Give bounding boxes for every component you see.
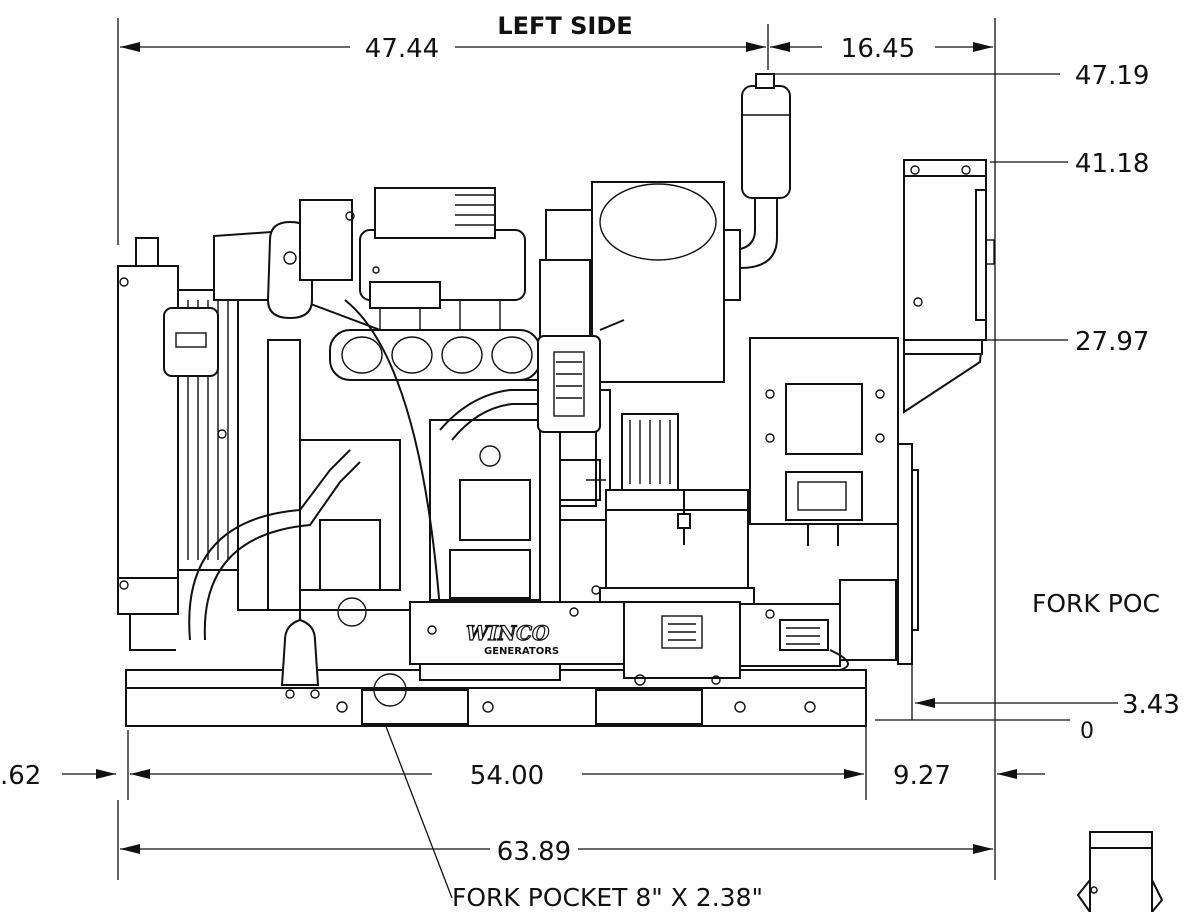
fork-pocket-leader: [374, 697, 453, 899]
winco-logo: WINCO: [466, 621, 550, 645]
side-view-detail: [1076, 831, 1164, 912]
dim-label-54-00: 54.00: [470, 761, 544, 791]
dimension-63-89: 63.89: [120, 837, 993, 867]
generator-housing: [749, 337, 919, 665]
misc-hardware: [217, 211, 721, 685]
dimension-9-27: 9.27: [893, 761, 1045, 791]
dim-label-47-19: 47.19: [1075, 61, 1149, 91]
winco-logo-sub: GENERATORS: [484, 646, 559, 657]
coolant-hoses: [188, 299, 611, 686]
fan-grille: [621, 413, 679, 491]
engine-block: [237, 299, 561, 707]
dimension-0-62: .62: [0, 761, 116, 791]
intake-manifold: [329, 187, 541, 381]
dimension-16-45: 16.45: [770, 34, 993, 64]
battery: [599, 489, 755, 605]
dimension-27-97: 27.97: [985, 327, 1149, 357]
generator-machine: WINCO GENERATORS: [117, 73, 995, 727]
dimension-3-43: 3.43: [915, 690, 1180, 720]
dim-label-3-43: 3.43: [1122, 690, 1180, 720]
breaker-box: [739, 579, 897, 671]
radiator: [117, 237, 239, 651]
dim-label-41-18: 41.18: [1075, 149, 1149, 179]
dim-label-0-62: .62: [0, 761, 41, 791]
fork-pocket-note-right: FORK POC: [1032, 589, 1160, 618]
drawing-title: LEFT SIDE: [497, 12, 632, 40]
dim-label-27-97: 27.97: [1075, 327, 1149, 357]
exhaust-muffler: [539, 73, 791, 383]
air-cleaner: [213, 199, 353, 320]
dimension-54-00: 54.00: [130, 761, 864, 791]
fork-pocket-note: FORK POCKET 8" X 2.38": [452, 883, 763, 912]
dim-label-zero: 0: [1080, 719, 1094, 744]
dimension-41-18: 41.18: [990, 149, 1149, 179]
dim-label-47-44: 47.44: [365, 34, 439, 64]
dimension-47-44: 47.44: [120, 34, 766, 64]
dimension-47-19: 47.19: [770, 61, 1149, 91]
winco-panel: WINCO GENERATORS: [409, 601, 741, 686]
dim-label-9-27: 9.27: [893, 761, 951, 791]
dim-label-16-45: 16.45: [841, 34, 915, 64]
coil-pack: [537, 335, 601, 433]
control-box: [903, 159, 995, 414]
dim-label-63-89: 63.89: [497, 837, 571, 867]
